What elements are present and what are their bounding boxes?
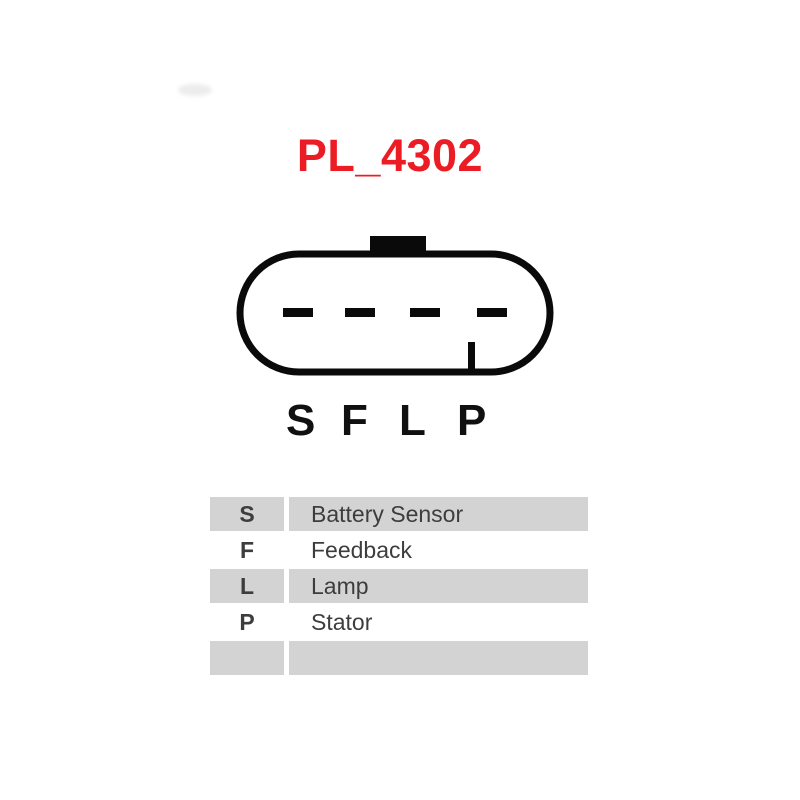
table-row <box>210 641 588 675</box>
table-row: P Stator <box>210 605 588 639</box>
pin-label-cell <box>289 641 588 675</box>
pin-code-cell <box>210 641 284 675</box>
pin-slot-p <box>477 308 507 317</box>
index-notch <box>468 342 475 370</box>
pin-letter-f: F <box>341 396 368 445</box>
pin-label-cell: Stator <box>289 605 588 639</box>
pin-letter-l: L <box>399 396 426 445</box>
pin-code-cell: F <box>210 533 284 567</box>
table-row: S Battery Sensor <box>210 497 588 531</box>
pin-label-cell: Feedback <box>289 533 588 567</box>
connector-svg <box>236 236 554 376</box>
pin-label-cell: Lamp <box>289 569 588 603</box>
pin-slot-f <box>345 308 375 317</box>
pin-letter-s: S <box>286 396 316 445</box>
pin-code-cell: P <box>210 605 284 639</box>
pin-slot-l <box>410 308 440 317</box>
table-row: L Lamp <box>210 569 588 603</box>
pin-slot-s <box>283 308 313 317</box>
watermark-smudge <box>178 84 212 96</box>
pin-label-cell: Battery Sensor <box>289 497 588 531</box>
pin-letter-p: P <box>457 396 487 445</box>
pin-code-cell: L <box>210 569 284 603</box>
connector-drawing <box>235 230 555 380</box>
part-number-title: PL_4302 <box>296 130 484 181</box>
pin-function-table: S Battery Sensor F Feedback L Lamp P Sta… <box>210 497 588 677</box>
pin-code-cell: S <box>210 497 284 531</box>
table-row: F Feedback <box>210 533 588 567</box>
